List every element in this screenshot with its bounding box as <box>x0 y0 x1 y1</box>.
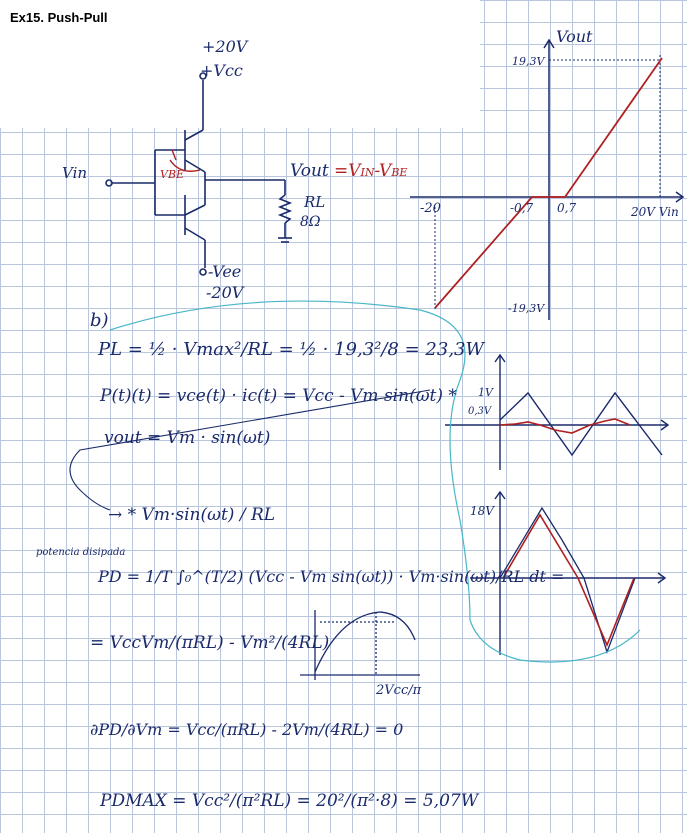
cyan-bracket-curve <box>109 300 641 663</box>
input-sine <box>499 391 663 457</box>
output-crossover <box>499 418 631 434</box>
vbe-label: VBE <box>160 168 184 181</box>
vout-equation-line: vout = Vm · sin(ωt) <box>104 428 270 448</box>
label-03v: 0,3V <box>468 406 493 417</box>
arrow-curve <box>69 389 431 511</box>
ic-equation: → * Vm·sin(ωt) / RL <box>108 505 275 525</box>
label-1v: 1V <box>478 386 494 399</box>
label-18v: 18V <box>470 504 495 518</box>
vbe-annotation <box>169 149 201 172</box>
vout-eq-in: IN <box>360 166 375 179</box>
xpos-label: 0,7 <box>557 201 576 215</box>
xmin-label: -20 <box>420 201 441 216</box>
vee-label: -Vee <box>208 262 241 281</box>
transfer-plot: Vout 19,3V -19,3V -20 -0,7 0,7 20V Vin <box>410 27 685 320</box>
rl-value: 8Ω <box>300 214 321 230</box>
pd-equation: PD = 1/T ∫₀^(T/2) (Vcc - Vm sin(ωt)) · V… <box>97 567 564 586</box>
part-label: b) <box>90 310 109 331</box>
vout-eq-red: -V <box>375 161 394 181</box>
xmax-label: 20V Vin <box>630 205 679 219</box>
input-triangle <box>499 506 636 654</box>
vout-eq-black: =V <box>334 161 362 181</box>
potencia-label: potencia disipada <box>36 547 125 558</box>
vout-eq-be: BE <box>390 166 407 179</box>
push-pull-circuit <box>105 72 293 276</box>
vout-axis-label: Vout <box>556 27 593 46</box>
crossover-waveform-plot: 1V 0,3V <box>445 353 670 470</box>
output-waveform-plot: 18V <box>470 490 667 655</box>
vout-label: Vout <box>290 161 329 181</box>
ymax-label: 19,3V <box>512 55 545 68</box>
transfer-curve <box>434 57 663 309</box>
vout-equation: =VIN-VBE <box>334 161 407 181</box>
derivative-equation: ∂PD/∂Vm = Vcc/(πRL) - 2Vm/(4RL) = 0 <box>90 720 403 739</box>
vcc-label: +Vcc <box>200 61 243 80</box>
pdmax-equation: PDMAX = Vcc²/(π²RL) = 20²/(π²·8) = 5,07W <box>99 791 480 811</box>
vin-label: Vin <box>62 164 87 182</box>
pl-equation: PL = ½ · Vmax²/RL = ½ · 19,3²/8 = 23,3W <box>97 339 485 360</box>
xneg-label: -0,7 <box>510 201 534 215</box>
max-point-label: 2Vcc/π <box>375 683 422 698</box>
vee-value: -20V <box>206 283 245 302</box>
output-triangle <box>502 513 635 648</box>
ymin-label: -19,3V <box>508 302 545 315</box>
rl-label: RL <box>303 193 325 211</box>
pd-result: = VccVm/(πRL) - Vm²/(4RL) <box>90 633 329 653</box>
vcc-value: +20V <box>202 37 249 56</box>
exercise-title: Ex15. Push-Pull <box>10 10 108 25</box>
pt-equation: P(t)(t) = vce(t) · ic(t) = Vcc - Vm sin(… <box>99 386 457 406</box>
pd-sketch <box>300 610 420 680</box>
